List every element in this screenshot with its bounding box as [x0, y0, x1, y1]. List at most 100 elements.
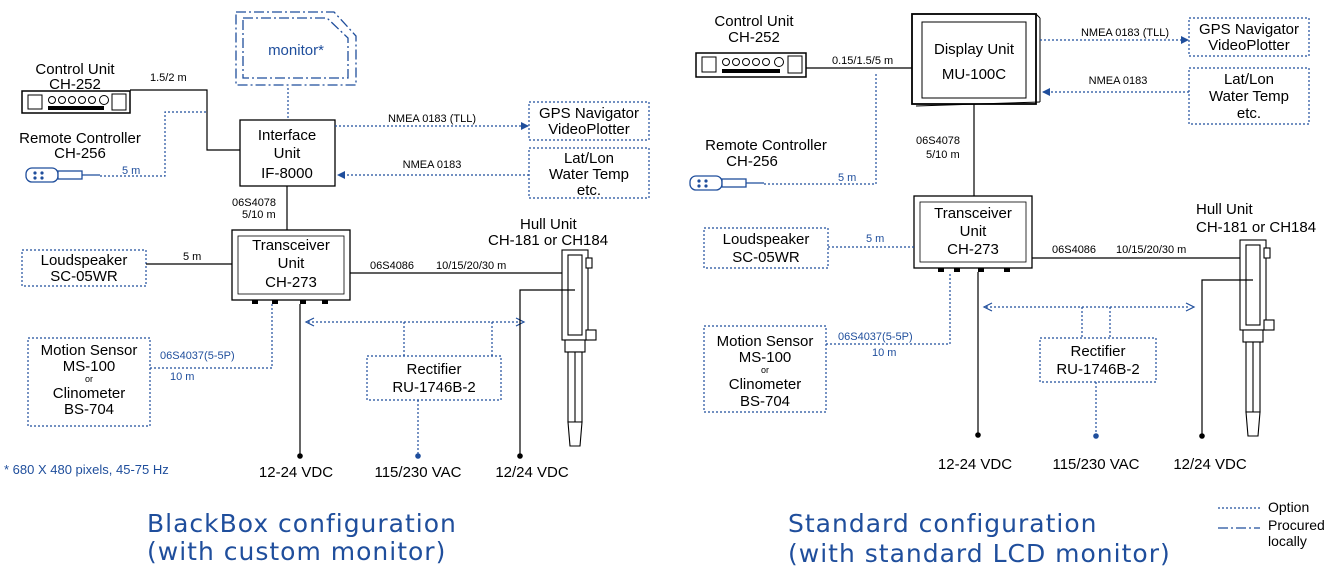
motion-sensor-line2: MS-100 [63, 358, 116, 375]
std-latlon-line2: Water Temp [1209, 88, 1289, 105]
remote-controller-image [25, 167, 100, 183]
power-dc2: 12/24 VDC [495, 464, 569, 481]
std-hull-cable-length: 10/15/20/30 m [1116, 244, 1186, 256]
std-latlon-line1: Lat/Lon [1224, 71, 1274, 88]
latlon-line1: Lat/Lon [564, 150, 614, 167]
std-gps-line2: VideoPlotter [1208, 37, 1289, 54]
std-remote-cable: 5 m [838, 172, 856, 184]
gps-navigator-box: GPS Navigator VideoPlotter [528, 101, 650, 141]
transceiver-line1: Transceiver [252, 237, 330, 254]
std-motion-line4: BS-704 [740, 393, 790, 410]
legend: Option Procured locally [1218, 499, 1325, 549]
std-transceiver-line1: Transceiver [934, 205, 1012, 222]
footnote: * 680 X 480 pixels, 45-75 Hz [4, 462, 169, 477]
if-cable-part: 06S4078 [232, 197, 276, 209]
blackbox-configuration: monitor* Control Unit CH-252 1.5/2 m Rem… [4, 11, 650, 566]
interface-unit: Interface Unit IF-8000 [239, 119, 336, 187]
std-remote-name: Remote Controller [705, 137, 827, 154]
std-motion-cable-length: 10 m [872, 347, 896, 359]
std-loudspeaker-cable: 5 m [866, 233, 884, 245]
hull-cable-length: 10/15/20/30 m [436, 260, 506, 272]
gps-navigator-line2: VideoPlotter [548, 121, 629, 138]
latlon-line3: etc. [577, 182, 601, 199]
motion-sensor-box: Motion Sensor MS-100 or Clinometer BS-70… [27, 337, 151, 427]
std-control-unit-name: Control Unit [714, 13, 794, 30]
transceiver-line2: Unit [278, 255, 306, 272]
std-loudspeaker-name: Loudspeaker [723, 231, 810, 248]
control-unit-model: CH-252 [49, 76, 101, 93]
remote-controller-cable: 5 m [122, 165, 140, 177]
blackbox-caption-line1: BlackBox configuration [147, 509, 457, 538]
display-unit-model: MU-100C [942, 66, 1006, 83]
std-motion-or: or [761, 365, 769, 375]
rectifier-model: RU-1746B-2 [392, 379, 475, 396]
rectifier-name: Rectifier [406, 361, 461, 378]
loudspeaker-model: SC-05WR [50, 268, 118, 285]
std-hull-unit-image [1239, 239, 1275, 437]
control-unit-image [21, 90, 131, 114]
loudspeaker-name: Loudspeaker [41, 252, 128, 269]
motion-cable-length: 10 m [170, 371, 194, 383]
latlon-box: Lat/Lon Water Temp etc. [528, 147, 650, 199]
hull-unit-name: Hull Unit [520, 216, 578, 233]
std-rectifier-name: Rectifier [1070, 343, 1125, 360]
nmea-tll-label: NMEA 0183 (TLL) [388, 113, 476, 125]
std-power-ac: 115/230 VAC [1052, 456, 1139, 473]
transceiver-model: CH-273 [265, 274, 317, 291]
std-control-unit-image [695, 52, 807, 78]
std-power-dc2: 12/24 VDC [1173, 456, 1247, 473]
std-latlon-line3: etc. [1237, 105, 1261, 122]
display-unit-line1: Display Unit [934, 41, 1015, 58]
interface-unit-line1: Interface [258, 127, 316, 144]
rectifier-box: Rectifier RU-1746B-2 [366, 355, 502, 401]
if-cable-length: 5/10 m [242, 209, 276, 221]
std-loudspeaker-box: Loudspeaker SC-05WR [703, 227, 829, 269]
legend-option: Option [1268, 499, 1309, 515]
remote-controller-model: CH-256 [54, 145, 106, 162]
std-remote-model: CH-256 [726, 153, 778, 170]
std-hull-cable-part: 06S4086 [1052, 244, 1096, 256]
display-unit: Display Unit MU-100C [911, 13, 1041, 107]
motion-sensor-line3: Clinometer [53, 385, 126, 402]
std-control-unit-model: CH-252 [728, 29, 780, 46]
std-transceiver-model: CH-273 [947, 241, 999, 258]
legend-procured-line1: Procured [1268, 517, 1325, 533]
remote-controller-name: Remote Controller [19, 130, 141, 147]
std-nmea-tll-label: NMEA 0183 (TLL) [1081, 27, 1169, 39]
custom-monitor: monitor* [235, 11, 357, 86]
hull-cable-part: 06S4086 [370, 260, 414, 272]
motion-sensor-or: or [85, 374, 93, 384]
monitor-label: monitor* [268, 42, 324, 59]
std-power-dc1: 12-24 VDC [938, 456, 1012, 473]
std-loudspeaker-model: SC-05WR [732, 249, 800, 266]
motion-sensor-line1: Motion Sensor [41, 342, 138, 359]
control-unit-cable: 1.5/2 m [150, 72, 187, 84]
std-latlon-box: Lat/Lon Water Temp etc. [1188, 67, 1310, 125]
std-rectifier-model: RU-1746B-2 [1056, 361, 1139, 378]
std-motion-line3: Clinometer [729, 376, 802, 393]
std-gps-line1: GPS Navigator [1199, 21, 1299, 38]
std-remote-image [689, 175, 764, 191]
interface-unit-line2: Unit [274, 145, 302, 162]
gps-navigator-line1: GPS Navigator [539, 105, 639, 122]
standard-configuration: Control Unit CH-252 0.15/1.5/5 m Display… [689, 13, 1316, 568]
std-motion-sensor-box: Motion Sensor MS-100 or Clinometer BS-70… [703, 325, 827, 413]
standard-caption-line2: (with standard LCD monitor) [788, 539, 1171, 568]
power-dc1: 12-24 VDC [259, 464, 333, 481]
control-unit-name: Control Unit [35, 61, 115, 78]
std-control-unit-cable: 0.15/1.5/5 m [832, 55, 893, 67]
std-du-cable-length: 5/10 m [926, 149, 960, 161]
transceiver-unit: Transceiver Unit CH-273 [231, 229, 351, 304]
hull-unit-image [561, 249, 597, 447]
std-transceiver-line2: Unit [960, 223, 988, 240]
std-hull-unit-model: CH-181 or CH184 [1196, 219, 1316, 236]
std-motion-line1: Motion Sensor [717, 333, 814, 350]
loudspeaker-box: Loudspeaker SC-05WR [21, 249, 147, 287]
motion-cable-part: 06S4037(5-5P) [160, 350, 235, 362]
latlon-line2: Water Temp [549, 166, 629, 183]
std-du-cable-part: 06S4078 [916, 135, 960, 147]
std-hull-unit-name: Hull Unit [1196, 201, 1254, 218]
motion-sensor-line4: BS-704 [64, 401, 114, 418]
hull-unit-model: CH-181 or CH184 [488, 232, 608, 249]
